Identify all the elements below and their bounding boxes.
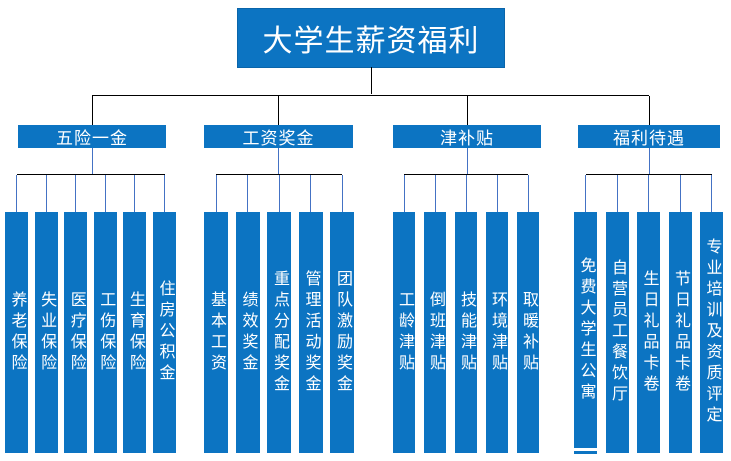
category-box-allowance: 津补贴 — [393, 96, 541, 174]
connector-top-line — [92, 95, 649, 96]
leaf-box: 团队激励奖金 — [330, 175, 354, 453]
leaf-label: 重点分配奖金 — [271, 269, 288, 396]
leaf-box: 医疗保险 — [64, 175, 88, 453]
leaf-box: 自营员工餐饮厅 — [605, 175, 629, 453]
leaf-label: 医疗保险 — [67, 290, 85, 375]
leaf-box: 住房公积金 — [152, 175, 176, 453]
leaf-label: 绩效奖金 — [239, 290, 257, 375]
category-label: 工资奖金 — [242, 129, 315, 148]
category-box-welfare: 福利待遇 — [578, 96, 720, 174]
connector-group-line — [585, 174, 712, 175]
leaf-group-allowance: 工龄津贴 倒班津贴 技能津贴 环境津贴 取暖补贴 — [393, 174, 539, 453]
leaf-label: 管理活动奖金 — [302, 269, 320, 396]
leaf-label: 养老保险 — [8, 290, 26, 375]
leaf-group-welfare: 免费大学生公寓 自营员工餐饮厅 生日礼品卡卷 节日礼品卡卷 专业培训及资质评定 — [574, 174, 723, 454]
leaf-box: 工龄津贴 — [393, 175, 415, 453]
leaf-box: 技能津贴 — [455, 175, 477, 453]
connector-group-line — [216, 174, 342, 175]
leaf-box: 养老保险 — [5, 175, 28, 453]
leaf-box: 取暖补贴 — [517, 175, 539, 453]
leaf-label: 倒班津贴 — [427, 290, 444, 375]
category-label: 福利待遇 — [613, 129, 685, 148]
leaf-label: 失业保险 — [38, 290, 56, 375]
leaf-label: 团队激励奖金 — [334, 269, 351, 396]
category-label: 五险一金 — [56, 129, 128, 148]
leaf-group-salary-bonus: 基本工资 绩效奖金 重点分配奖金 管理活动奖金 团队激励奖金 — [204, 174, 354, 453]
connector-group-line — [404, 174, 528, 175]
leaf-box: 基本工资 — [204, 175, 228, 453]
leaf-box: 绩效奖金 — [235, 175, 260, 453]
leaf-box: 失业保险 — [34, 175, 58, 453]
leaf-label: 工伤保险 — [97, 290, 115, 375]
leaf-label: 住房公积金 — [156, 280, 174, 385]
category-box-insurance: 五险一金 — [18, 96, 166, 174]
leaf-group-insurance: 养老保险 失业保险 医疗保险 工伤保险 生育保险 住房公积金 — [5, 174, 176, 453]
leaf-box: 倒班津贴 — [424, 175, 446, 453]
leaf-box: 重点分配奖金 — [267, 175, 291, 453]
leaf-label: 免费大学生公寓 — [577, 256, 595, 404]
chart-title: 大学生薪资福利 — [262, 25, 480, 58]
leaf-box: 免费大学生公寓 — [574, 175, 597, 454]
leaf-label: 生日礼品卡卷 — [640, 269, 658, 396]
leaf-box: 管理活动奖金 — [298, 175, 323, 453]
leaf-label: 基本工资 — [208, 290, 225, 375]
category-box-salary-bonus: 工资奖金 — [204, 96, 353, 174]
leaf-label: 生育保险 — [126, 290, 144, 375]
leaf-label: 工龄津贴 — [396, 290, 413, 375]
connector-group-line — [16, 174, 165, 175]
leaf-box: 生日礼品卡卷 — [637, 175, 660, 453]
leaf-label: 自营员工餐饮厅 — [609, 259, 626, 406]
leaf-label: 取暖补贴 — [520, 290, 537, 375]
leaf-box: 专业培训及资质评定 — [700, 175, 723, 453]
chart-title-box: 大学生薪资福利 — [237, 8, 505, 94]
category-label: 津补贴 — [440, 129, 494, 148]
leaf-box: 环境津贴 — [486, 175, 508, 453]
leaf-label: 专业培训及资质评定 — [703, 238, 721, 427]
leaf-box: 生育保险 — [123, 175, 147, 453]
leaf-box: 工伤保险 — [93, 175, 117, 453]
leaf-label: 技能津贴 — [458, 290, 475, 375]
leaf-box: 节日礼品卡卷 — [668, 175, 692, 453]
leaf-label: 环境津贴 — [489, 290, 506, 375]
leaf-label: 节日礼品卡卷 — [672, 269, 689, 396]
